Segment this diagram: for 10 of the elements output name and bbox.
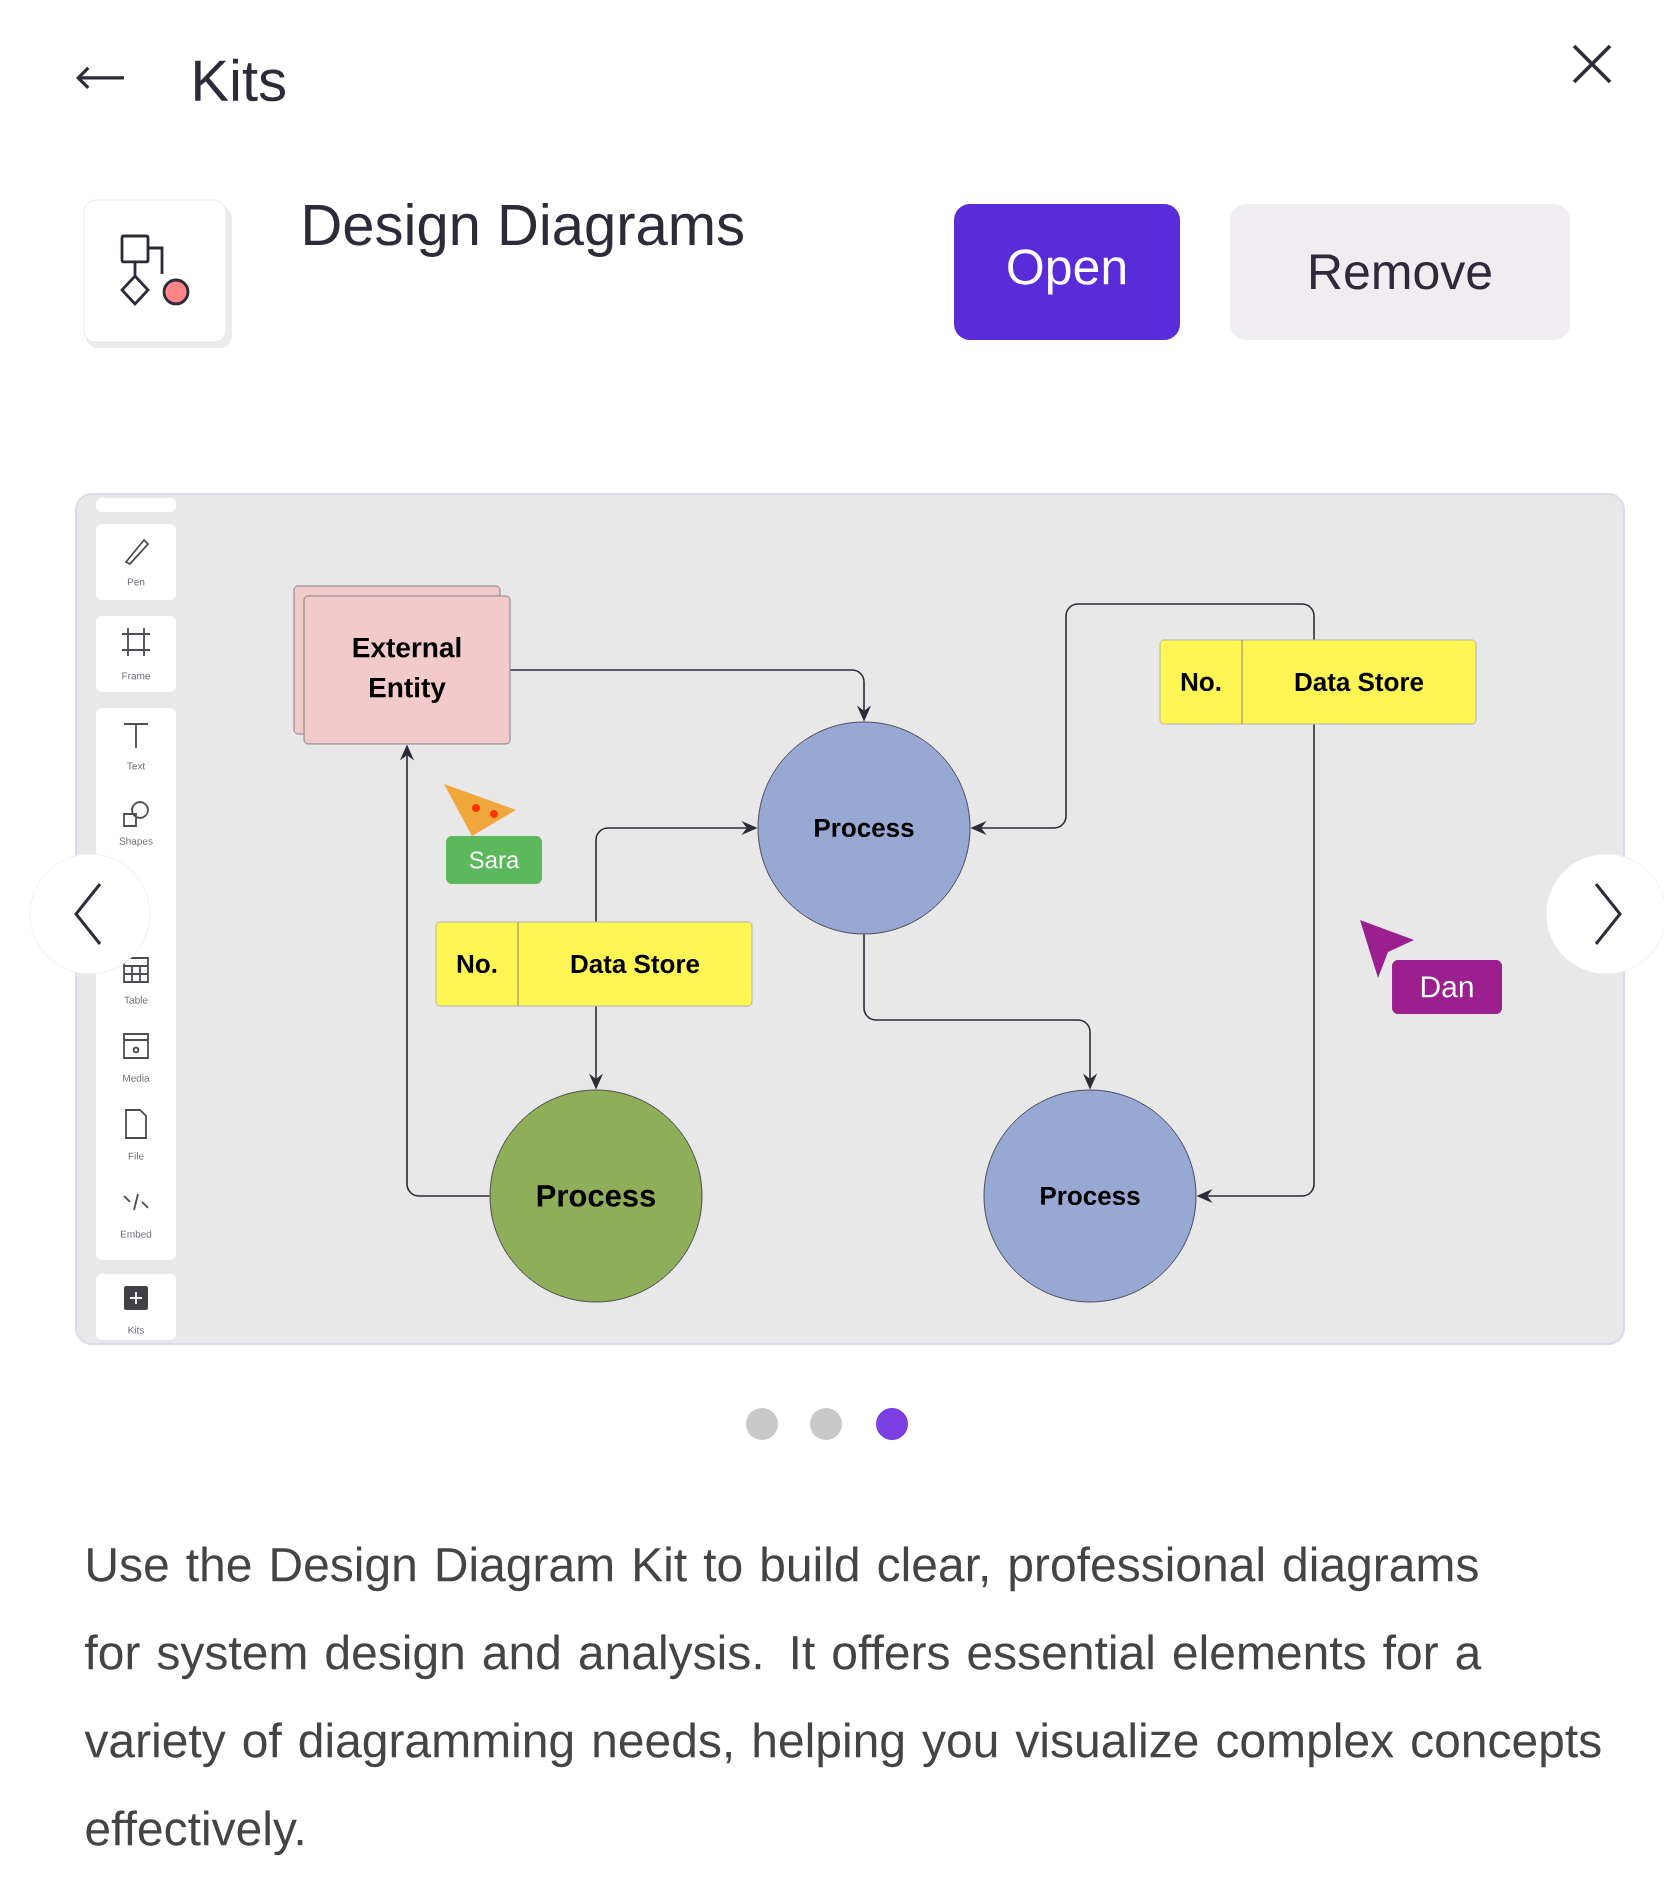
remove-button: Remove	[1230, 203, 1570, 340]
data-store: No. Data Store	[1159, 639, 1477, 725]
entity-box: External Entity	[293, 585, 511, 745]
panel-title: Kits	[195, 58, 285, 102]
name-tag: Sara	[446, 836, 542, 884]
description-text: Use the Design Diagram Kit to build clear, professional diagrams for system design and analysis. It offers essential elements for a variety of diagramming needs, helping you visualize complex concepts effectively.	[84, 1546, 1601, 1856]
kit-name: Design Diagrams	[305, 202, 743, 257]
data-store: No. Data Store	[435, 921, 753, 1007]
open-button: Open	[954, 203, 1180, 340]
name-tag: Dan	[1392, 960, 1502, 1014]
